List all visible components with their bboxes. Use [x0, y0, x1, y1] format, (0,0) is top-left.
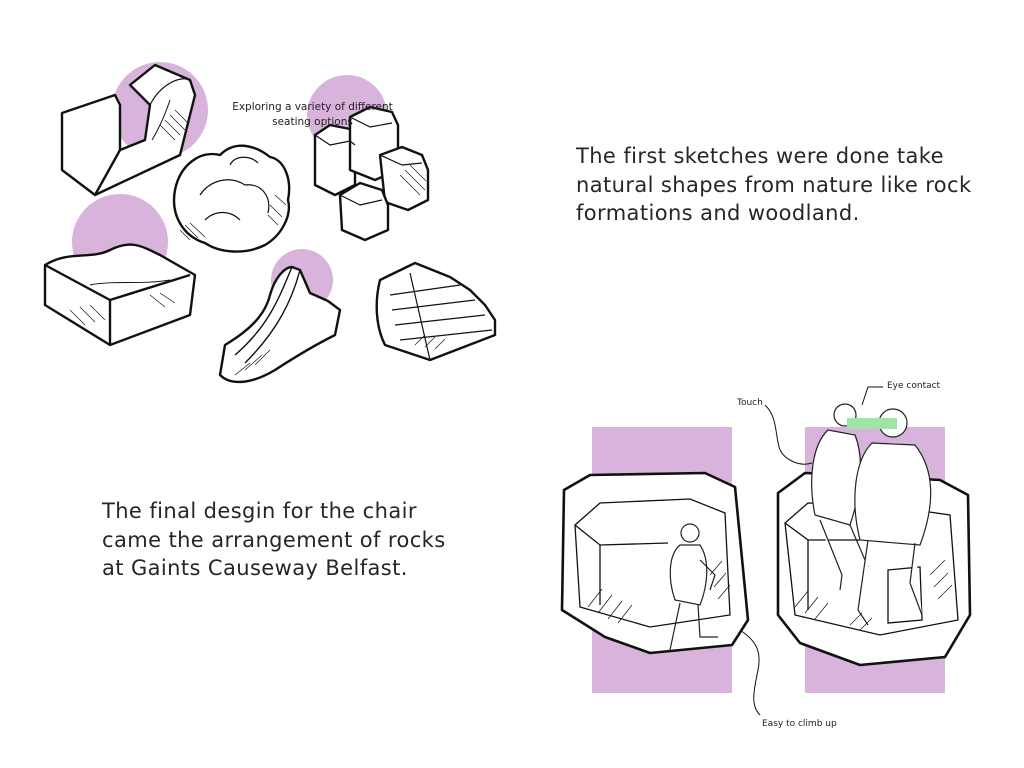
- sketch-wave-block: [45, 245, 195, 345]
- final-design-illustration: [550, 375, 980, 740]
- final-design-paragraph: The final desgin for the chair came the …: [102, 497, 462, 583]
- intro-paragraph: The first sketches were done take natura…: [576, 142, 976, 228]
- annotation-climb: Easy to climb up: [762, 719, 837, 729]
- sketch-rock-cluster: [174, 146, 289, 252]
- annotation-touch: Touch: [737, 398, 763, 408]
- concept-sketches: Exploring a variety of different seating…: [30, 45, 530, 390]
- sketch-caption: Exploring a variety of different seating…: [225, 100, 400, 130]
- eye-contact-bar: [847, 418, 897, 429]
- concept-sketches-drawing: [30, 45, 530, 390]
- annotation-eye-contact: Eye contact: [887, 381, 940, 391]
- sketch-stepped-block: [377, 263, 495, 360]
- final-design-drawing: [550, 375, 980, 740]
